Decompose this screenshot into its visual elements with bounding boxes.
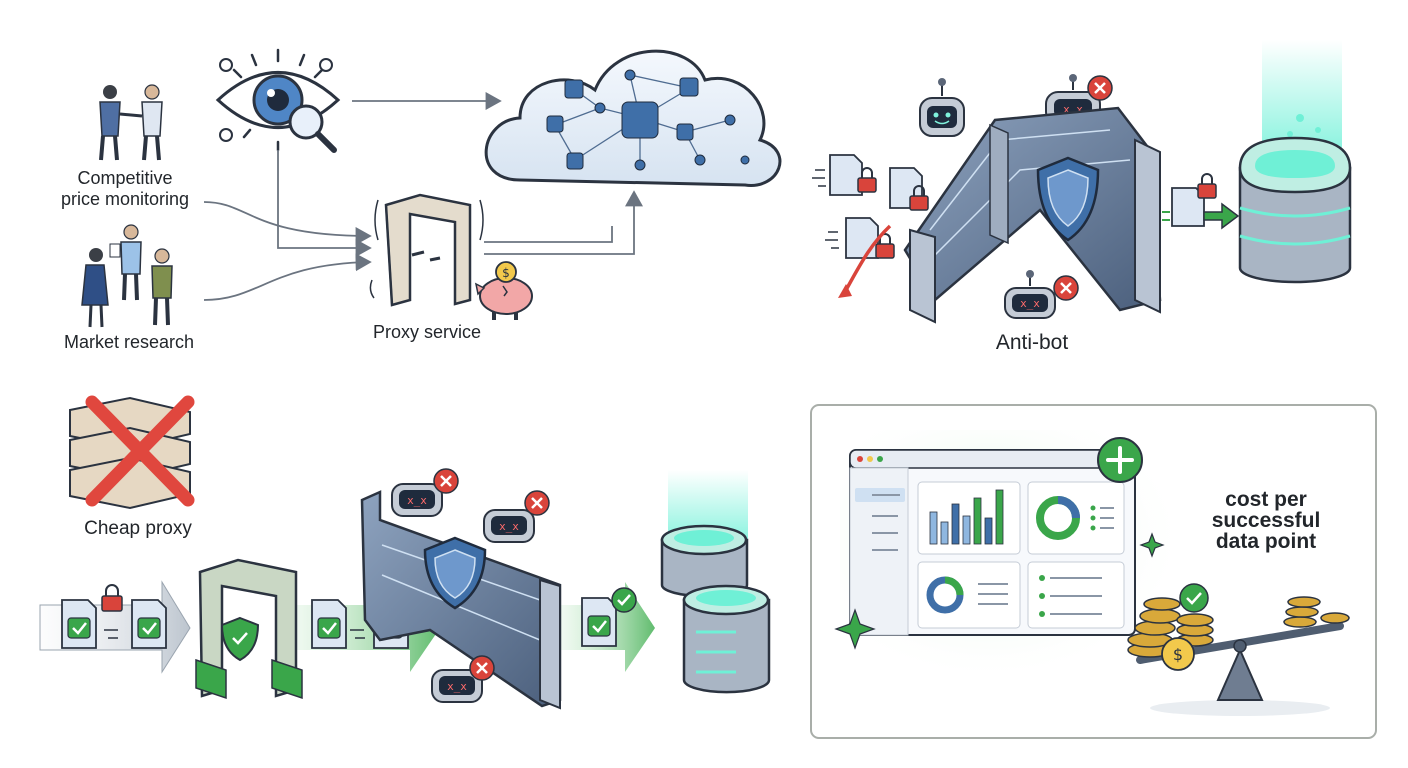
svg-text:$: $ — [1173, 645, 1183, 664]
label-market-research: Market research — [63, 332, 195, 352]
person-handshake-icon — [99, 84, 163, 161]
glowing-server-icon — [1238, 40, 1352, 284]
label-competitive-line2: price monitoring — [60, 189, 190, 209]
glowing-server-stack-icon — [660, 470, 771, 694]
blocked-robot-icon: x_x — [483, 490, 550, 543]
anti-bot-wall — [903, 106, 1162, 324]
label-competitive-price-monitoring: Competitive price monitoring — [40, 168, 210, 210]
blocked-robot-icon: x_x — [1004, 270, 1079, 319]
svg-text:$: $ — [502, 266, 510, 280]
label-competitive-line1: Competitive — [77, 168, 173, 188]
blocked-robot-icon: x_x — [391, 468, 459, 517]
cheap-proxy-gate — [195, 558, 303, 700]
crossed-out-servers-icon — [69, 395, 195, 510]
locked-documents-left — [812, 154, 929, 298]
svg-text:x_x: x_x — [1020, 297, 1040, 310]
flow-arrows-top-left — [203, 92, 643, 301]
label-cost-line2: successful — [1211, 509, 1321, 532]
label-cost-per-successful-data-point: cost per successful data point — [1176, 489, 1356, 552]
proxy-gate-icon — [369, 193, 484, 307]
svg-text:x_x: x_x — [499, 520, 519, 533]
robot-face-icon — [919, 78, 965, 137]
svg-text:x_x: x_x — [407, 494, 427, 507]
padlock-icon — [857, 177, 929, 259]
analytics-dashboard-window-icon — [849, 449, 1136, 636]
svg-text:x_x: x_x — [447, 680, 467, 693]
plus-badge-icon — [1097, 437, 1143, 483]
passed-locked-document — [1162, 173, 1240, 230]
anti-bot-wall-bottom — [360, 490, 562, 710]
blocked-robot-icon: x_x — [431, 655, 495, 703]
label-cost-line1: cost per — [1225, 488, 1307, 511]
eye-with-magnifier-icon — [215, 48, 341, 153]
label-cheap-proxy: Cheap proxy — [84, 518, 192, 539]
label-proxy-service: Proxy service — [372, 322, 482, 342]
cloud-database-network-icon — [484, 49, 782, 187]
sparkle-icon — [834, 532, 1165, 650]
label-anti-bot: Anti-bot — [995, 331, 1069, 354]
label-cost-line3: data point — [1215, 530, 1317, 553]
coin-balance-scale-icon: $ — [1127, 583, 1350, 716]
people-research-group-icon — [81, 224, 173, 328]
piggy-bank-coin-icon: $ — [474, 261, 533, 320]
shield-icon — [1036, 156, 1100, 242]
